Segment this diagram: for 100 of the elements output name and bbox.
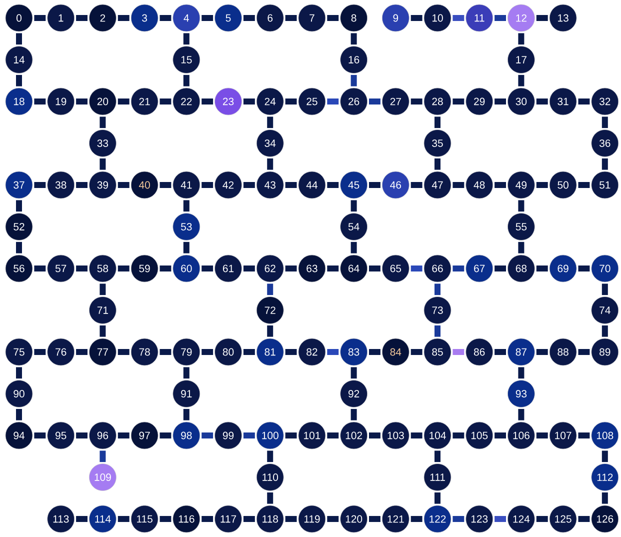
link-line	[202, 432, 214, 438]
link-line	[118, 98, 130, 104]
link-line	[494, 182, 506, 188]
link-line	[578, 182, 590, 188]
link-line	[369, 432, 380, 438]
link-line	[76, 14, 88, 21]
link-line	[34, 182, 46, 188]
link-line	[410, 348, 422, 355]
link-line	[243, 14, 255, 21]
link-line	[452, 432, 464, 438]
link-line	[100, 450, 106, 462]
link-line	[350, 33, 357, 45]
link-line	[578, 432, 590, 438]
link-line	[183, 367, 190, 379]
link-line	[285, 348, 297, 355]
link-line	[285, 14, 297, 21]
link-line	[160, 348, 172, 355]
link-line	[602, 492, 608, 504]
link-line	[34, 14, 46, 21]
link-line	[578, 265, 590, 272]
link-line	[16, 242, 22, 254]
link-line	[183, 242, 190, 254]
link-line	[160, 98, 172, 104]
link-line	[267, 116, 274, 128]
link-line	[536, 14, 548, 21]
link-line	[434, 158, 440, 170]
link-line	[202, 14, 214, 21]
link-line	[410, 14, 422, 21]
link-line	[183, 33, 190, 45]
link-line	[327, 432, 339, 438]
link-line	[518, 242, 524, 254]
link-line	[285, 265, 297, 272]
link-line	[494, 265, 506, 272]
link-line	[518, 200, 524, 212]
link-line	[536, 432, 548, 438]
link-line	[602, 450, 608, 462]
link-line	[100, 116, 106, 128]
link-line	[350, 200, 357, 212]
link-line	[267, 158, 274, 170]
link-line	[452, 98, 464, 104]
link-line	[602, 158, 608, 170]
link-line	[369, 348, 380, 355]
link-line	[434, 284, 440, 296]
link-line	[183, 74, 190, 86]
link-line	[452, 265, 464, 272]
link-line	[536, 265, 548, 272]
link-line	[518, 33, 524, 45]
link-line	[327, 182, 339, 188]
link-line	[578, 348, 590, 355]
link-line	[118, 14, 130, 21]
link-line	[16, 33, 22, 45]
link-line	[434, 325, 440, 337]
link-line	[76, 182, 88, 188]
link-line	[536, 348, 548, 355]
link-line	[536, 182, 548, 188]
link-line	[518, 408, 524, 420]
link-line	[494, 98, 506, 104]
link-line	[410, 432, 422, 438]
link-line	[202, 98, 214, 104]
link-line	[369, 516, 380, 522]
link-line	[327, 14, 339, 21]
link-line	[578, 516, 590, 522]
link-line	[202, 516, 214, 522]
link-line	[118, 348, 130, 355]
link-line	[369, 182, 380, 188]
link-line	[369, 265, 380, 272]
link-line	[285, 516, 297, 522]
link-line	[285, 98, 297, 104]
link-line	[118, 432, 130, 438]
link-line	[76, 516, 88, 522]
link-line	[369, 98, 380, 104]
link-line	[118, 265, 130, 272]
link-line	[350, 74, 357, 86]
link-line	[243, 182, 255, 188]
link-line	[434, 116, 440, 128]
link-line	[100, 325, 106, 337]
link-line	[494, 516, 506, 522]
link-line	[434, 492, 440, 504]
link-line	[16, 367, 22, 379]
link-line	[602, 284, 608, 296]
link-line	[34, 98, 46, 104]
link-line	[327, 516, 339, 522]
link-line	[100, 284, 106, 296]
link-line	[16, 200, 22, 212]
link-line	[34, 348, 46, 355]
link-line	[410, 265, 422, 272]
link-line	[327, 265, 339, 272]
link-line	[410, 516, 422, 522]
link-line	[267, 284, 274, 296]
link-line	[536, 516, 548, 522]
link-line	[202, 348, 214, 355]
link-line	[34, 265, 46, 272]
link-line	[327, 98, 339, 104]
link-line	[76, 432, 88, 438]
link-line	[118, 516, 130, 522]
link-line	[410, 98, 422, 104]
link-line	[578, 98, 590, 104]
link-line	[494, 432, 506, 438]
link-line	[350, 367, 357, 379]
link-line	[160, 14, 172, 21]
